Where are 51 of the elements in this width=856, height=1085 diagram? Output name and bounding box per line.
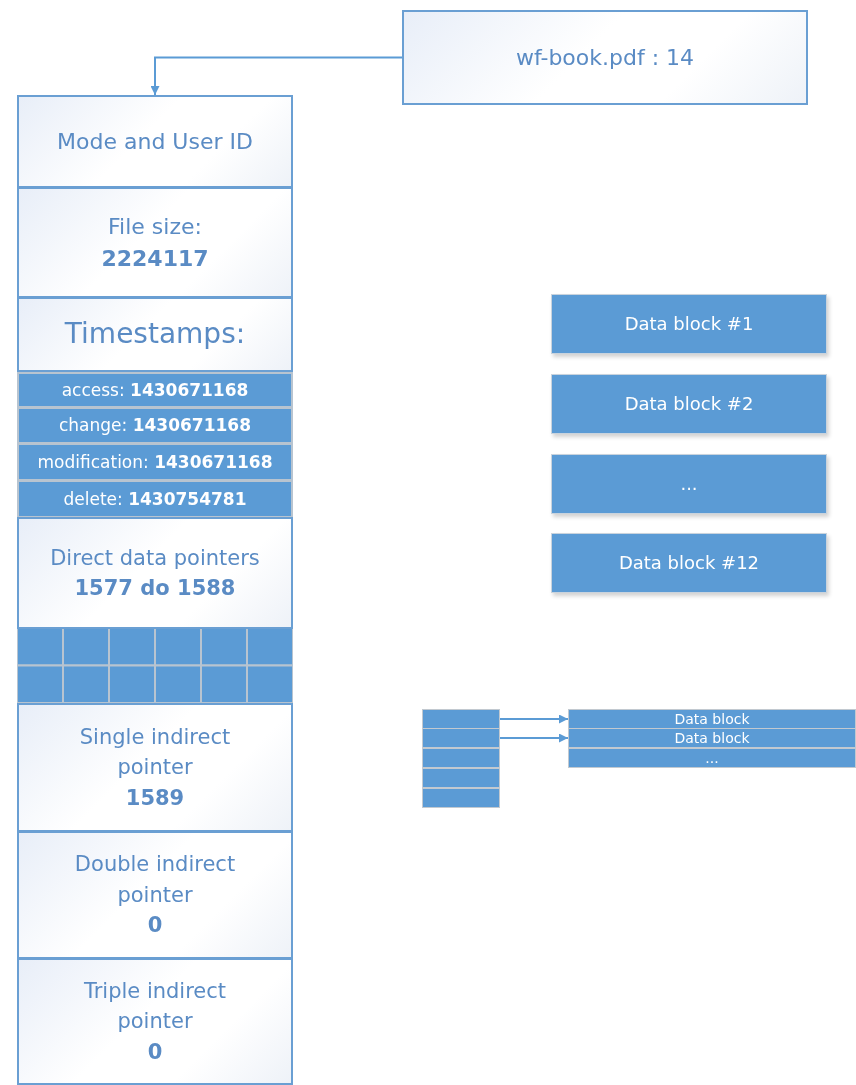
field-text: Data block #12 <box>617 550 761 575</box>
field-text: Data block #1 <box>623 311 755 336</box>
field-text: Data block <box>673 728 751 748</box>
data-block <box>551 294 827 354</box>
field-text: wf-book.pdf : 14 <box>514 43 696 72</box>
pointer-block <box>568 709 856 729</box>
inode-field <box>17 703 293 832</box>
pointer-block <box>422 768 500 788</box>
field-text: ... <box>704 748 720 768</box>
timestamp-row <box>17 407 293 444</box>
inode-field <box>17 517 293 629</box>
field-text: Single indirect pointer <box>78 723 232 782</box>
field-text: Timestamps: <box>63 316 247 353</box>
field-text: delete: 1430754781 <box>62 487 248 511</box>
inode-field <box>17 297 293 372</box>
pointer-block <box>422 709 500 729</box>
field-text: access: 1430671168 <box>60 378 250 402</box>
inode-field <box>17 95 293 188</box>
inode-field <box>17 187 293 298</box>
field-text: modification: 1430671168 <box>36 450 274 474</box>
field-text: File size: <box>107 212 203 241</box>
field-text: ... <box>679 471 699 496</box>
field-text: 1577 do 1588 <box>73 575 237 602</box>
data-block <box>551 374 827 434</box>
field-text: 0 <box>146 912 164 940</box>
arrow <box>499 714 569 724</box>
inode-field <box>17 831 293 959</box>
field-text: Direct data pointers <box>49 544 261 572</box>
arrow <box>150 56 403 96</box>
timestamp-row <box>17 480 293 518</box>
field-text: Triple indirect pointer <box>82 977 228 1036</box>
field-text: Data block #2 <box>623 391 755 416</box>
inode-field <box>402 10 808 105</box>
pointer-block <box>568 748 856 768</box>
data-block <box>551 454 827 514</box>
pointer-block <box>422 728 500 748</box>
timestamp-row <box>17 372 293 408</box>
field-text: Data block <box>673 709 751 729</box>
timestamp-row <box>17 443 293 481</box>
pointer-block <box>422 788 500 808</box>
field-text: 1589 <box>124 784 186 812</box>
field-text: change: 1430671168 <box>58 414 252 438</box>
pointer-block <box>422 748 500 768</box>
inode-field <box>17 958 293 1085</box>
field-text: 0 <box>146 1038 164 1066</box>
field-text: 2224117 <box>100 244 210 273</box>
field-text: Mode and User ID <box>56 127 254 156</box>
arrow <box>499 733 569 743</box>
data-block <box>551 533 827 593</box>
pointer-block <box>568 728 856 748</box>
field-text: Double indirect pointer <box>73 851 237 909</box>
